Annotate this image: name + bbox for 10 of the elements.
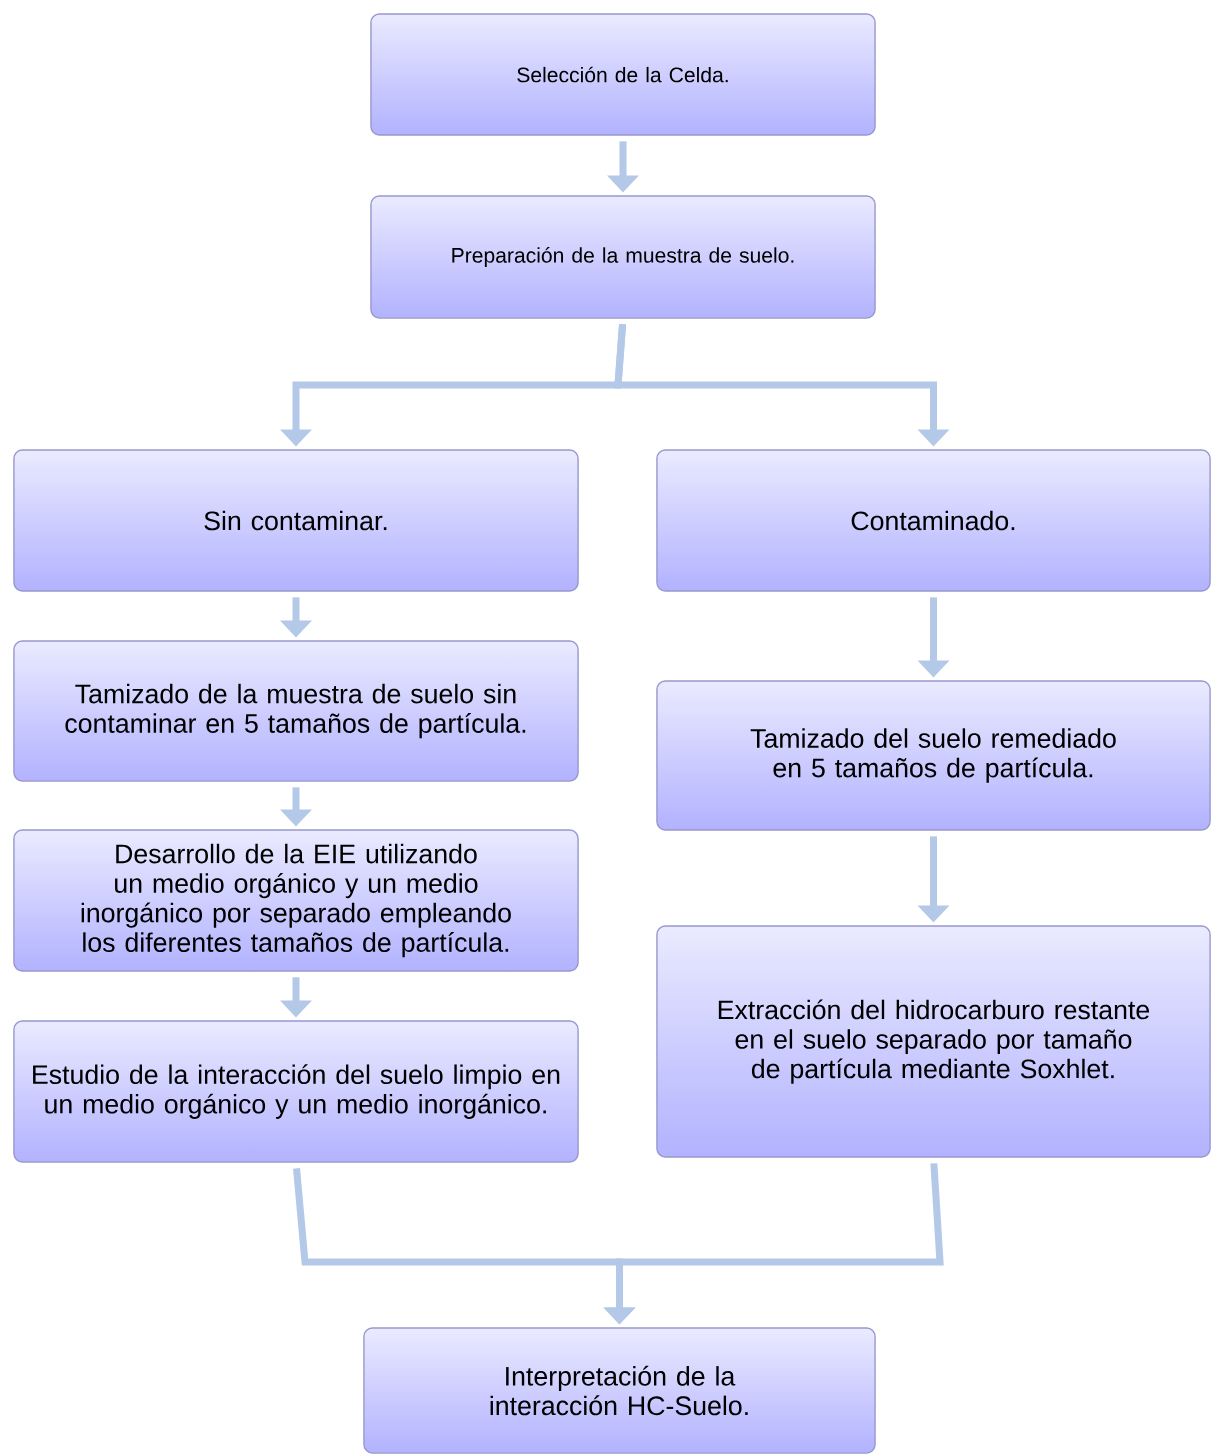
process-box: Estudio de la interacción del suelo limpio en un medio orgánico y un medio inorgánico.	[13, 1020, 579, 1163]
process-box: Sin contaminar.	[13, 449, 579, 592]
process-box: Tamizado del suelo remediado en 5 tamaños de partícula.	[656, 680, 1211, 831]
process-box: Preparación de la muestra de suelo.	[370, 195, 876, 319]
process-box: Desarrollo de la EIE utilizando un medio orgánico y un medio inorgánico por separado empleando los diferentes tamaños de partícula.	[13, 829, 579, 972]
process-box: Extracción del hidrocarburo restante en el suelo separado por tamaño de partícula mediante Soxhlet.	[656, 925, 1211, 1158]
process-box: Interpretación de la interacción HC-Suelo.	[363, 1327, 876, 1454]
process-box: Selección de la Celda.	[370, 13, 876, 136]
process-box: Contaminado.	[656, 449, 1211, 592]
process-box: Tamizado de la muestra de suelo sin contaminar en 5 tamaños de partícula.	[13, 640, 579, 782]
